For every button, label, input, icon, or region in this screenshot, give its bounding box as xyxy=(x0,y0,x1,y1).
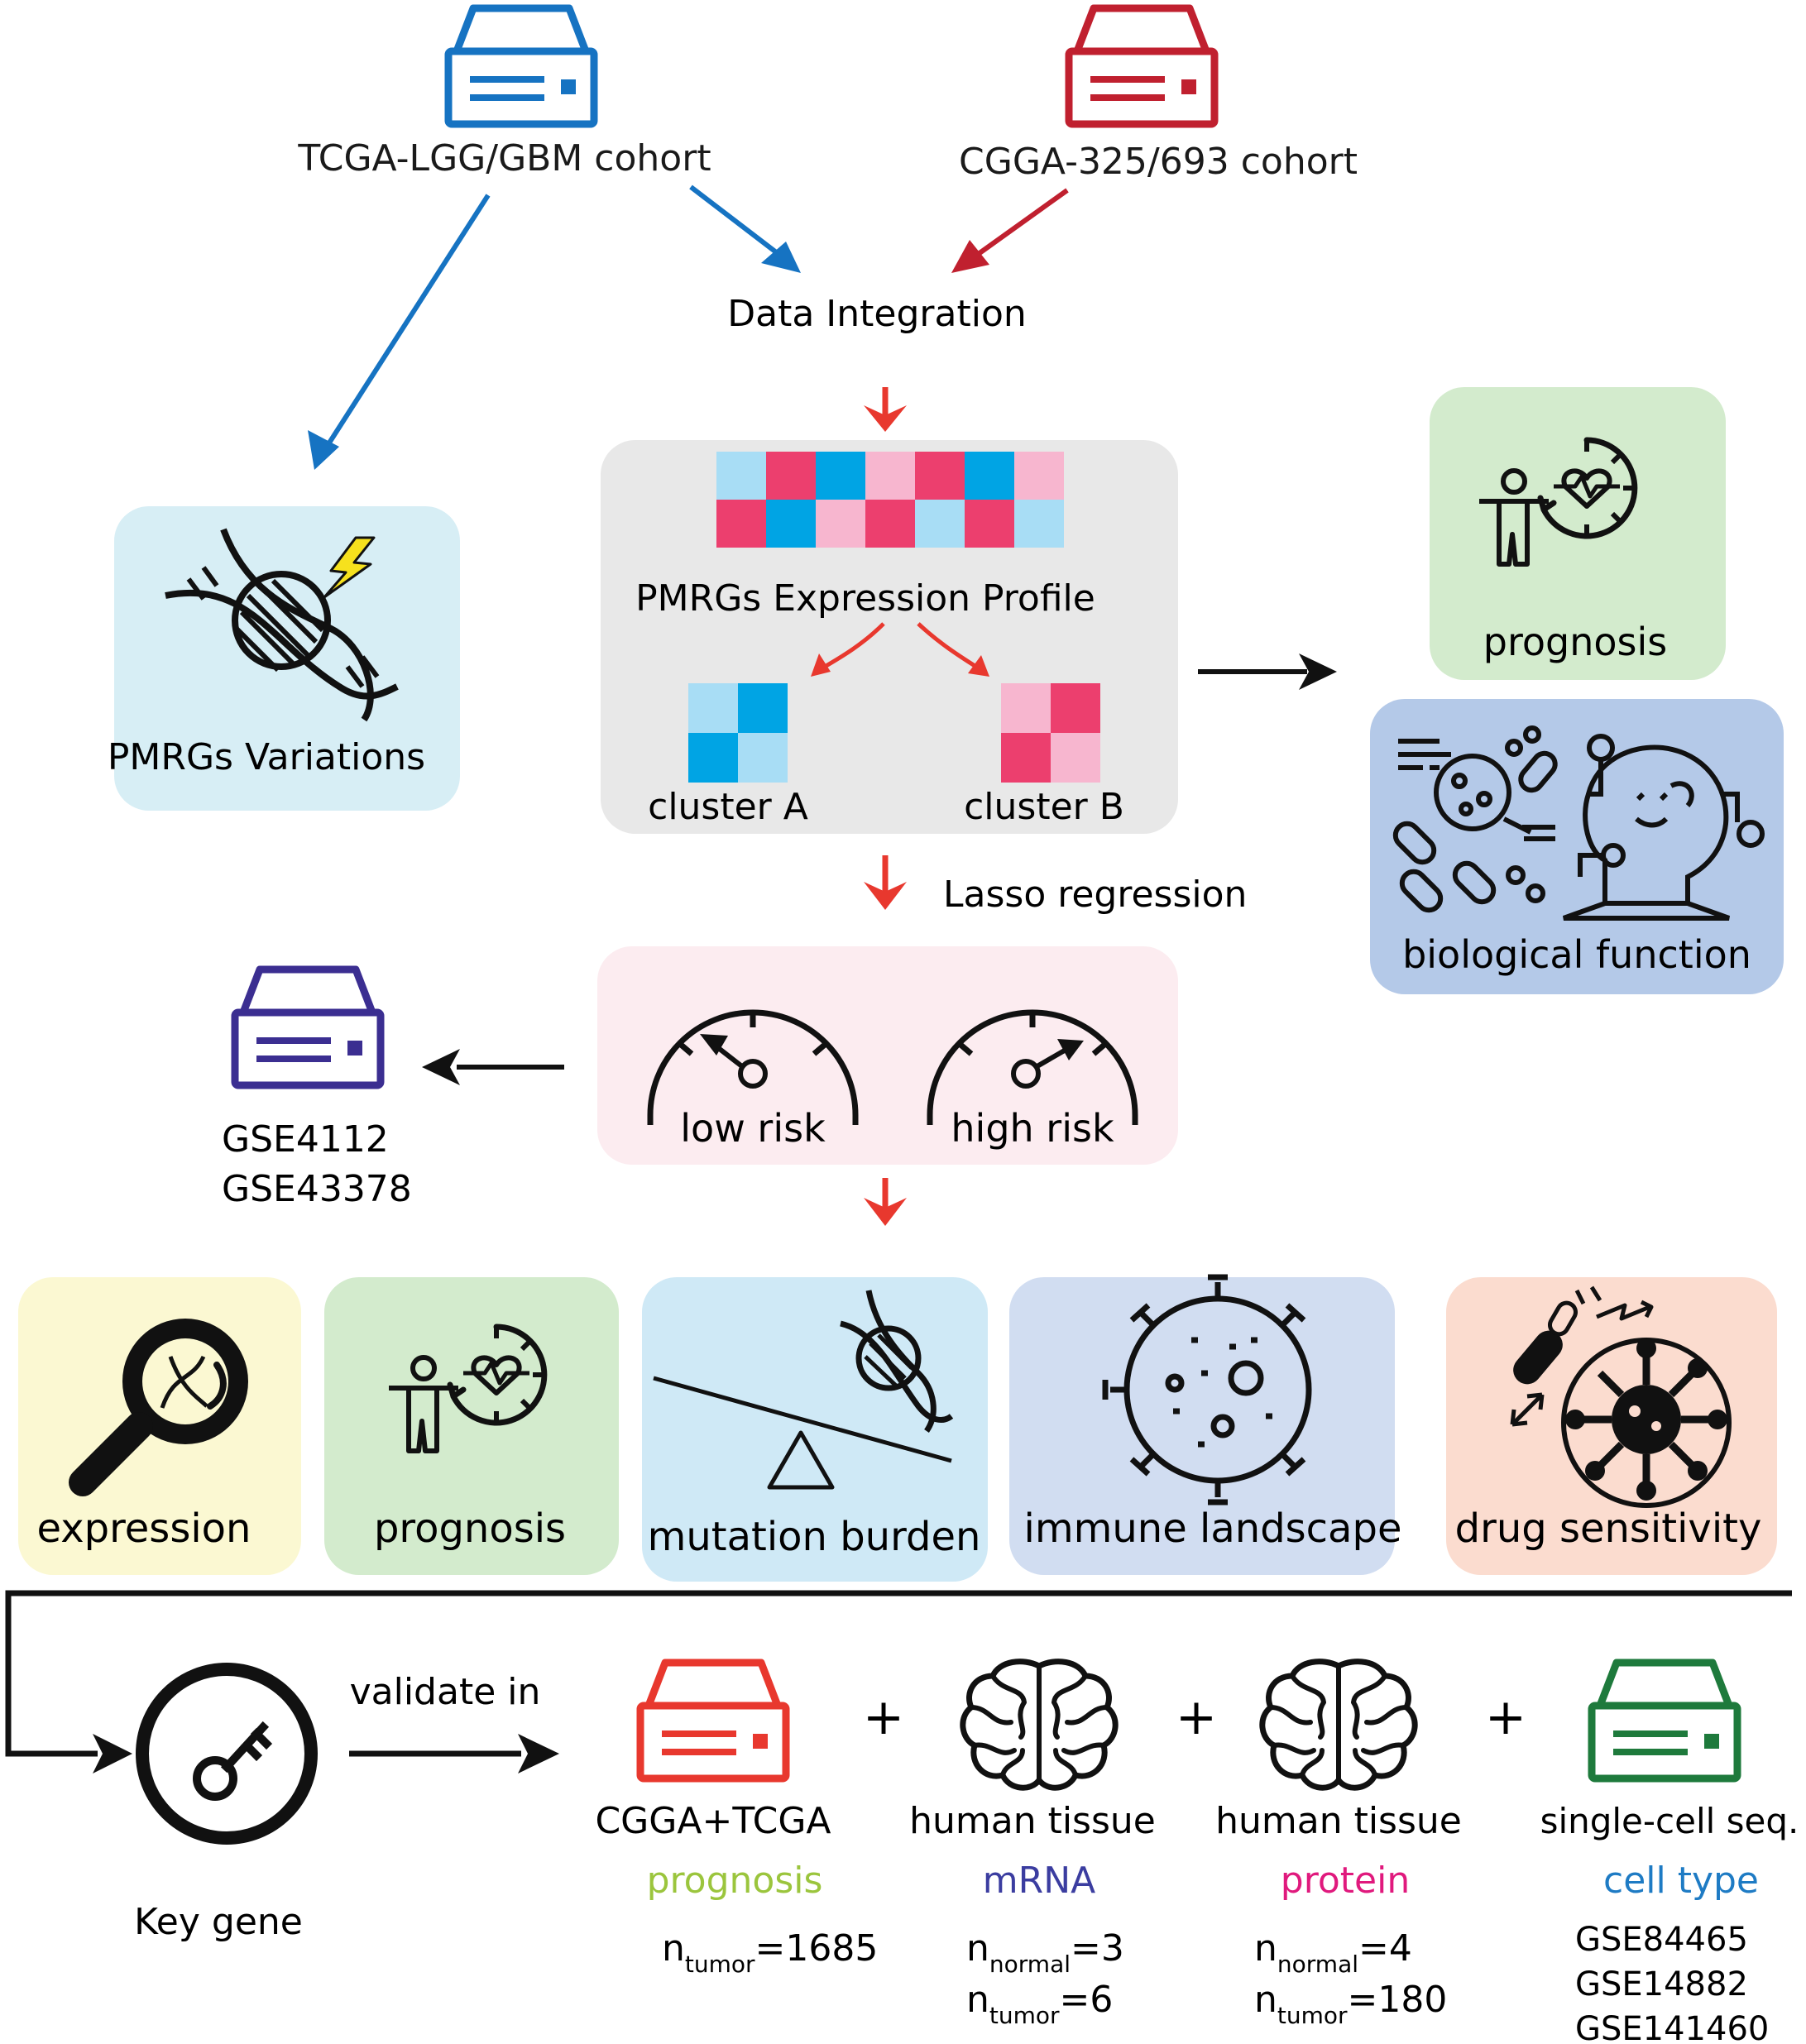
magnifier-dna-icon xyxy=(69,1319,248,1496)
arrow-risk-to-analyses xyxy=(864,1198,907,1226)
validation-subtitle-4: cell type xyxy=(1603,1860,1759,1902)
heatmap-cell xyxy=(915,452,965,500)
validation-subtitle-2: mRNA xyxy=(983,1860,1095,1902)
heatmap-cell xyxy=(965,500,1014,548)
dna-mutation-icon xyxy=(165,528,399,722)
variations-label: PMRGs Variations xyxy=(108,736,425,778)
risk-box xyxy=(597,946,1178,1165)
plus-sign-3: + xyxy=(1485,1688,1526,1746)
brain-icon-mrna xyxy=(963,1662,1115,1788)
plus-sign-1: + xyxy=(863,1688,904,1746)
cgga-server-icon xyxy=(1069,8,1214,124)
seesaw-dna-icon xyxy=(653,1290,954,1490)
plus-sign-2: + xyxy=(1176,1688,1217,1746)
validation-title-2: human tissue xyxy=(909,1800,1156,1842)
cell-receptor-icon xyxy=(1102,1274,1312,1505)
single-cell-dataset-1: GSE84465 xyxy=(1575,1921,1748,1959)
heatmap-cell xyxy=(1014,452,1064,500)
cgga-tcga-server-icon xyxy=(640,1663,786,1778)
arrow-profile-to-side xyxy=(1299,653,1337,690)
high-risk-needle xyxy=(1011,1039,1084,1089)
arrow-risk-to-gse xyxy=(422,1049,460,1085)
data-integration-label: Data Integration xyxy=(727,293,1027,335)
arrow-integration-to-profile xyxy=(864,405,907,432)
key-gene-label: Key gene xyxy=(134,1901,303,1943)
arrow-cgga-to-integration xyxy=(951,240,989,273)
gse-dataset-2: GSE43378 xyxy=(222,1168,412,1210)
biological-function-label: biological function xyxy=(1402,932,1751,977)
heatmap-cell xyxy=(766,452,816,500)
tcga-label: TCGA-LGG/GBM cohort xyxy=(297,137,711,180)
cluster-b-heatmap xyxy=(1001,683,1100,783)
low-risk-label: low risk xyxy=(680,1106,826,1151)
heatmap-cell xyxy=(716,500,766,548)
heatmap-cell xyxy=(865,452,915,500)
single-cell-dataset-2: GSE14882 xyxy=(1575,1965,1748,2003)
key-icon xyxy=(136,1663,318,1845)
heatmap-cell xyxy=(1014,500,1064,548)
arrow-tcga-to-integration xyxy=(761,242,801,273)
heatmap-cell xyxy=(816,452,865,500)
cgga-label: CGGA-325/693 cohort xyxy=(959,141,1358,183)
low-risk-needle xyxy=(700,1034,768,1089)
validation-n-3b: ntumor=180 xyxy=(1254,1979,1447,2029)
analysis-drug-sensitivity-label: drug sensitivity xyxy=(1455,1505,1762,1552)
brain-icon-protein xyxy=(1262,1662,1415,1788)
side-prognosis-label: prognosis xyxy=(1483,620,1667,664)
prognosis-box xyxy=(324,1277,619,1575)
validation-n-3a: nnormal=4 xyxy=(1254,1927,1412,1978)
single-cell-dataset-3: GSE141460 xyxy=(1575,2010,1769,2044)
cell-brain-icon xyxy=(1392,725,1765,921)
virus-drug-icon xyxy=(1510,1285,1732,1508)
validation-subtitle-3: protein xyxy=(1281,1860,1410,1902)
arrow-tcga-to-variations xyxy=(308,430,339,470)
lasso-label: Lasso regression xyxy=(943,874,1247,916)
expression-profile-title: PMRGs Expression Profile xyxy=(635,577,1095,620)
validation-title-3: human tissue xyxy=(1215,1800,1462,1842)
validation-n-2b: ntumor=6 xyxy=(966,1979,1113,2029)
validation-title-4: single-cell seq. xyxy=(1540,1801,1799,1841)
validation-n-2a: nnormal=3 xyxy=(966,1927,1124,1978)
analysis-mutation-burden-label: mutation burden xyxy=(648,1514,981,1560)
gse-dataset-1: GSE4112 xyxy=(222,1118,389,1161)
validation-title-1: CGGA+TCGA xyxy=(595,1800,831,1842)
analysis-prognosis-label: prognosis xyxy=(374,1505,566,1552)
arrow-validate xyxy=(518,1734,559,1774)
divider-line xyxy=(5,1590,1792,1757)
validation-n-1a: ntumor=1685 xyxy=(662,1927,878,1978)
heatmap-cell xyxy=(865,500,915,548)
cluster-b-label: cluster B xyxy=(964,786,1124,828)
tcga-server-icon xyxy=(448,8,594,124)
arrow-profile-to-risk xyxy=(864,882,907,910)
cluster-a-heatmap xyxy=(688,683,788,783)
single-cell-server-icon xyxy=(1592,1663,1737,1778)
analysis-expression-label: expression xyxy=(37,1505,251,1552)
heatmap-cell xyxy=(965,452,1014,500)
heatmap-cell xyxy=(766,500,816,548)
heatmap-cell xyxy=(816,500,865,548)
expression-heatmap xyxy=(716,452,1064,548)
gse-server-icon xyxy=(235,969,381,1085)
validation-subtitle-1: prognosis xyxy=(647,1860,823,1902)
heatmap-cell xyxy=(915,500,965,548)
validate-in-label: validate in xyxy=(350,1671,541,1713)
cluster-a-label: cluster A xyxy=(648,786,808,828)
analysis-immune-landscape-label: immune landscape xyxy=(1024,1505,1402,1552)
high-risk-label: high risk xyxy=(951,1106,1114,1151)
heatmap-cell xyxy=(716,452,766,500)
